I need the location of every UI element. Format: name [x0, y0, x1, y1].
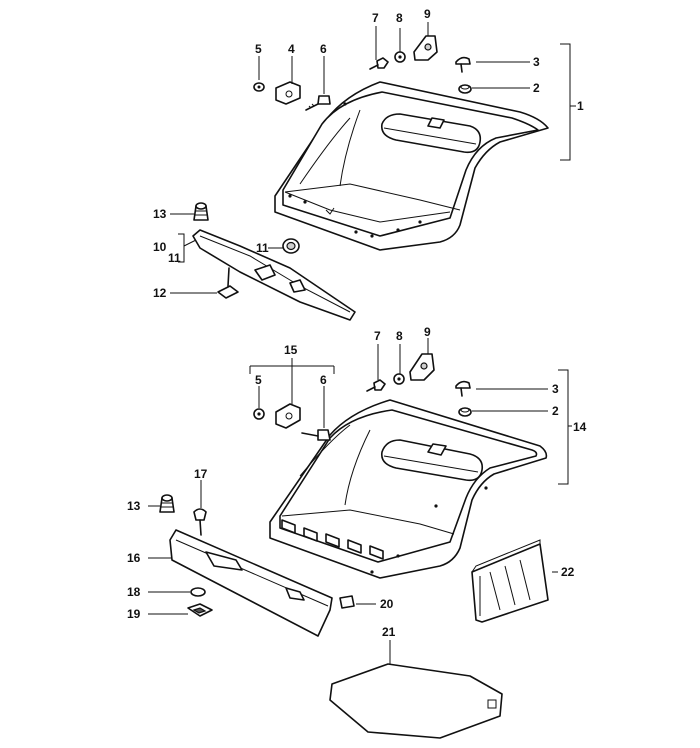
callout-8: 8 — [396, 11, 403, 25]
callout-13-lower: 13 — [127, 499, 141, 513]
callout-6: 6 — [320, 42, 327, 56]
callout-5-lower: 5 — [255, 373, 262, 387]
callout-15: 15 — [284, 343, 298, 357]
upper-trunk-lining — [274, 81, 549, 251]
callout-9: 9 — [424, 7, 431, 21]
callout-17: 17 — [194, 467, 208, 481]
leader-lines — [148, 22, 576, 664]
callout-22: 22 — [561, 565, 575, 579]
callout-5: 5 — [255, 42, 262, 56]
callout-11-bracket: 11 — [168, 251, 181, 265]
callout-14: 14 — [573, 420, 587, 434]
callout-11: 11 — [256, 241, 269, 255]
callout-6-lower: 6 — [320, 373, 327, 387]
storage-pouch — [471, 539, 549, 623]
callout-labels: 1 2 3 4 5 6 7 8 9 10 11 11 12 13 15 5 6 … — [127, 7, 587, 639]
callout-3: 3 — [533, 55, 540, 69]
upper-hardware — [253, 35, 472, 111]
callout-8-lower: 8 — [396, 329, 403, 343]
callout-21: 21 — [382, 625, 396, 639]
callout-13: 13 — [153, 207, 167, 221]
callout-19: 19 — [127, 607, 141, 621]
lower-trim-panel — [159, 494, 355, 637]
lower-hardware — [253, 353, 472, 441]
floor-mat — [329, 663, 503, 739]
callout-12: 12 — [153, 286, 167, 300]
callout-20: 20 — [380, 597, 394, 611]
callout-7-lower: 7 — [374, 329, 381, 343]
callout-3-lower: 3 — [552, 382, 559, 396]
lower-trunk-lining — [269, 399, 548, 579]
callout-2-lower: 2 — [552, 404, 559, 418]
callout-10: 10 — [153, 240, 167, 254]
callout-18: 18 — [127, 585, 141, 599]
callout-7: 7 — [372, 11, 379, 25]
callout-4: 4 — [288, 42, 295, 56]
callout-2: 2 — [533, 81, 540, 95]
upper-trim-bar — [192, 202, 356, 321]
callout-1: 1 — [577, 99, 584, 113]
callout-16: 16 — [127, 551, 141, 565]
callout-9-lower: 9 — [424, 325, 431, 339]
